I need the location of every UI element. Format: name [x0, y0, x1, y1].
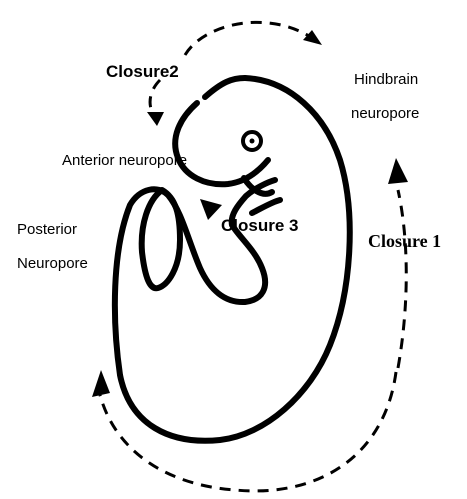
- closure2-top-arc-arrow: [185, 22, 312, 55]
- embryo-body-outline: [115, 78, 350, 441]
- closure3-label: Closure 3: [221, 216, 298, 235]
- top-arc-arrowhead-icon: [303, 30, 322, 45]
- closure2-arrowhead-icon: [147, 112, 164, 126]
- hindbrain-label-line1: Hindbrain: [354, 71, 418, 88]
- closure1-right-arrow: [398, 190, 406, 368]
- posterior-label-line2: Neuropore: [17, 255, 88, 272]
- lower-jaw-outline: [252, 200, 280, 213]
- head-upper-outline: [205, 78, 245, 97]
- closure2-label: Closure2: [106, 62, 179, 81]
- closure3-arrowhead-icon: [200, 199, 222, 220]
- eye-pupil: [250, 139, 255, 144]
- tail-outline: [142, 190, 180, 288]
- closure2-down-arrow: [150, 80, 160, 112]
- bottom-arc-arrowhead-icon: [92, 370, 110, 397]
- anterior-neuropore-label: Anterior neuropore: [62, 152, 187, 169]
- posterior-label-line1: Posterior: [17, 221, 77, 238]
- face-outline: [175, 103, 268, 184]
- closure1-label: Closure 1: [368, 231, 441, 251]
- closure1-arrowhead-icon: [388, 158, 408, 184]
- hindbrain-label-line2: neuropore: [351, 105, 419, 122]
